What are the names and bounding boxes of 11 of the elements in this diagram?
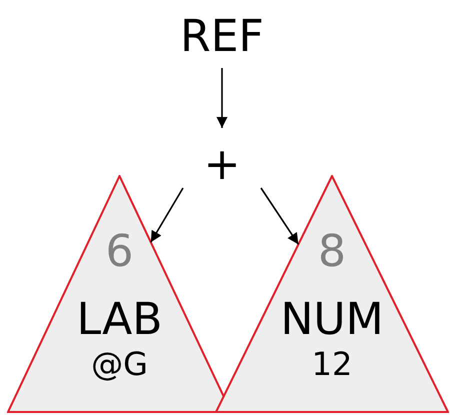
node-label: REF — [180, 15, 264, 59]
node-sublabel: @G — [91, 348, 148, 380]
number-label: 6 — [106, 230, 134, 274]
number-label: 8 — [318, 230, 346, 274]
node-label: NUM — [280, 298, 384, 342]
node-label: LAB — [76, 298, 162, 342]
node-label: + — [204, 143, 240, 187]
arrow — [216, 68, 228, 128]
arrow — [150, 188, 184, 243]
arrow — [260, 188, 300, 245]
node-sublabel: 12 — [312, 348, 352, 380]
